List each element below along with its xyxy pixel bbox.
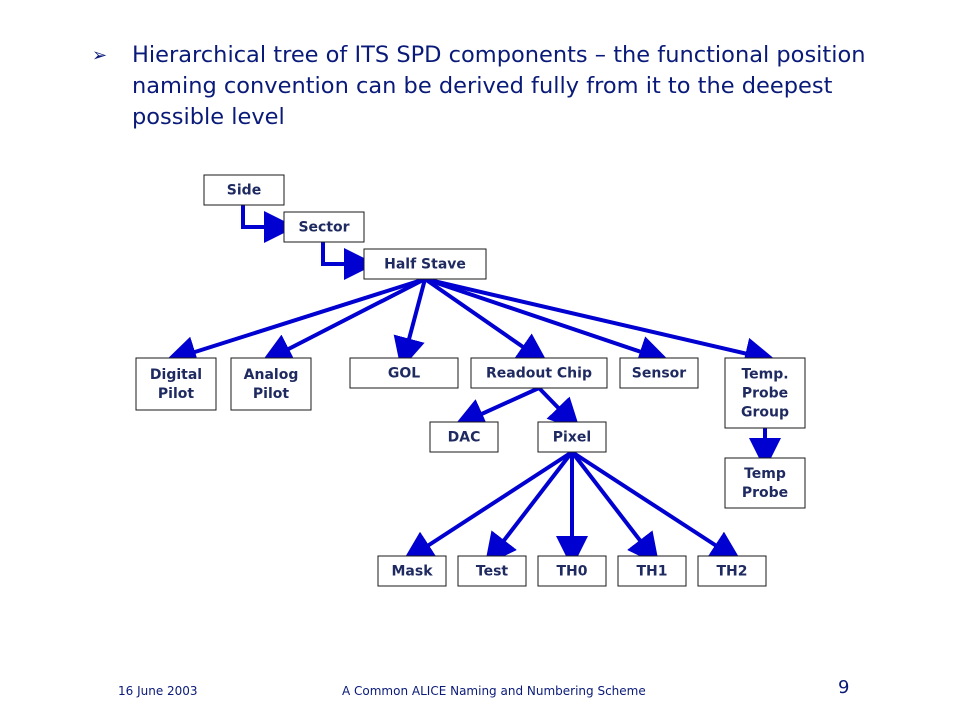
node-label-temp-probe-group: Probe — [742, 386, 788, 402]
heading-text: Hierarchical tree of ITS SPD components … — [132, 42, 866, 130]
node-label-readout-chip: Readout Chip — [486, 366, 592, 382]
node-label-pixel: Pixel — [553, 430, 591, 446]
node-label-side: Side — [227, 183, 261, 199]
node-box-sensor — [619, 357, 699, 389]
footer-title: A Common ALICE Naming and Numbering Sche… — [342, 684, 646, 698]
node-label-analog-pilot: Analog — [244, 367, 299, 383]
link-pixel-to-th2 — [570, 450, 743, 563]
node-box-analog-pilot — [230, 357, 312, 411]
link-pixel-to-test — [484, 450, 574, 566]
link-sector-to-half-stave — [321, 242, 376, 280]
link-half-stave-to-analog-pilot — [260, 277, 426, 364]
link-half-stave-to-readout-chip — [423, 277, 549, 365]
node-readout-chip: Readout Chip — [470, 357, 608, 389]
link-half-stave-to-temp-probe-group — [424, 277, 777, 370]
node-label-th2: TH2 — [716, 564, 747, 580]
node-label-analog-pilot: Pilot — [253, 386, 289, 402]
node-box-th2 — [697, 555, 767, 587]
node-box-gol — [349, 357, 459, 389]
node-th0: TH0 — [537, 555, 607, 587]
node-label-digital-pilot: Digital — [150, 367, 202, 383]
node-box-digital-pilot — [135, 357, 217, 411]
node-box-test — [457, 555, 527, 587]
node-th2: TH2 — [697, 555, 767, 587]
node-label-temp-probe: Temp — [744, 466, 786, 482]
node-box-side — [203, 174, 285, 206]
node-label-temp-probe-group: Temp. — [741, 367, 788, 383]
link-half-stave-to-digital-pilot — [164, 277, 426, 368]
node-sector: Sector — [283, 211, 365, 243]
node-box-sector — [283, 211, 365, 243]
node-th1: TH1 — [617, 555, 687, 587]
node-label-th0: TH0 — [556, 564, 587, 580]
node-label-dac: DAC — [448, 430, 481, 446]
node-half-stave: Half Stave — [363, 248, 487, 280]
node-box-pixel — [537, 421, 607, 453]
node-label-th1: TH1 — [636, 564, 667, 580]
node-label-temp-probe-group: Group — [741, 405, 789, 421]
node-label-temp-probe: Probe — [742, 485, 788, 501]
node-side: Side — [203, 174, 285, 206]
link-half-stave-to-sensor — [424, 277, 671, 367]
link-readout-chip-to-pixel — [537, 386, 581, 431]
node-label-sector: Sector — [298, 220, 349, 236]
page-number: 9 — [838, 677, 850, 698]
node-label-sensor: Sensor — [632, 366, 686, 382]
node-box-th1 — [617, 555, 687, 587]
node-label-mask: Mask — [391, 564, 433, 580]
node-box-dac — [429, 421, 499, 453]
node-box-temp-probe — [724, 457, 806, 509]
node-box-temp-probe-group — [724, 357, 806, 429]
node-box-th0 — [537, 555, 607, 587]
node-label-half-stave: Half Stave — [384, 257, 466, 273]
node-label-digital-pilot: Pilot — [158, 386, 194, 402]
link-side-to-sector — [241, 205, 296, 243]
tree-links — [164, 205, 781, 568]
node-label-gol: GOL — [388, 366, 420, 382]
node-gol: GOL — [349, 357, 459, 389]
node-label-test: Test — [476, 564, 509, 580]
link-half-stave-to-gol — [393, 278, 427, 370]
node-sensor: Sensor — [619, 357, 699, 389]
node-mask: Mask — [377, 555, 447, 587]
node-box-half-stave — [363, 248, 487, 280]
node-box-mask — [377, 555, 447, 587]
node-dac: DAC — [429, 421, 499, 453]
node-test: Test — [457, 555, 527, 587]
node-box-readout-chip — [470, 357, 608, 389]
link-readout-chip-to-dac — [453, 386, 540, 429]
node-pixel: Pixel — [537, 421, 607, 453]
link-pixel-to-mask — [401, 450, 574, 563]
bullet-arrow-icon: ➢ — [92, 45, 108, 66]
footer-date: 16 June 2003 — [118, 684, 198, 698]
heading-bullet: ➢ Hierarchical tree of ITS SPD component… — [92, 40, 912, 133]
link-pixel-to-th1 — [570, 450, 660, 566]
